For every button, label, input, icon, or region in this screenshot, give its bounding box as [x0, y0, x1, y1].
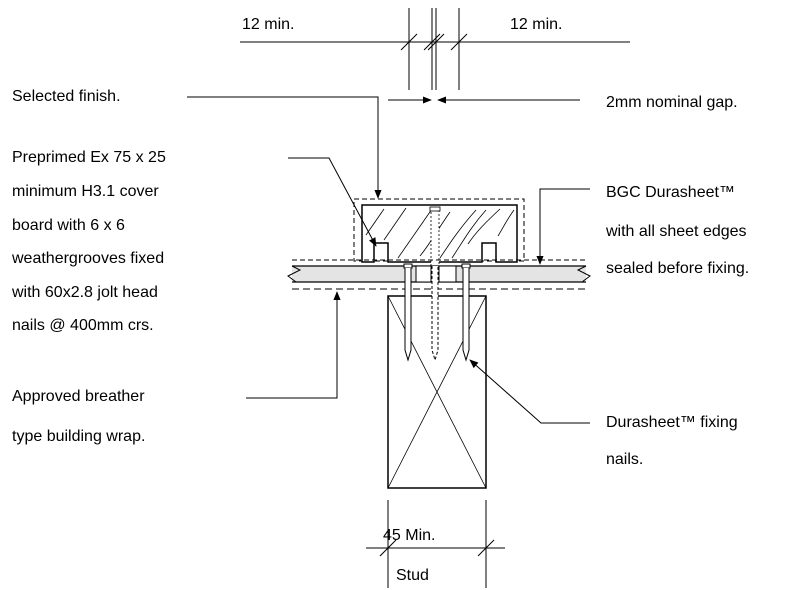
selected-finish-label: Selected finish.: [12, 88, 121, 105]
nominal-gap-label: 2mm nominal gap.: [606, 94, 738, 111]
fixing-nails-label-line1: Durasheet™ fixing: [606, 414, 738, 431]
cover-board-label-line6: nails @ 400mm crs.: [12, 317, 154, 334]
building-wrap-label-line2: type building wrap.: [12, 428, 146, 445]
cover-board-label-line4: weathergrooves fixed: [12, 250, 165, 267]
cover-board: [361, 204, 518, 267]
building-wrap-leader: [246, 291, 341, 399]
right-clearance-label: 12 min.: [510, 16, 563, 33]
fixing-nails-leader: [469, 359, 590, 424]
durasheet-label-line2: with all sheet edges: [606, 223, 747, 240]
cover-board-label-line3: board with 6 x 6: [12, 217, 125, 234]
cover-board-label-line5: with 60x2.8 jolt head: [12, 284, 158, 301]
fixing-nails-label-line2: nails.: [606, 451, 644, 468]
building-wrap-label-line1: Approved breather: [12, 388, 145, 405]
left-clearance-label: 12 min.: [242, 16, 295, 33]
durasheet-label-line1: BGC Durasheet™: [606, 184, 735, 201]
top-dimension: [240, 8, 630, 90]
fixing-nails: [403, 263, 471, 362]
stud-width-label: 45 Min.: [383, 527, 436, 544]
cover-board-label-line2: minimum H3.1 cover: [12, 183, 159, 200]
selected-finish-leader: [187, 96, 382, 199]
stud-label: Stud: [396, 567, 429, 584]
cover-board-label-line1: Preprimed Ex 75 x 25: [12, 149, 166, 166]
durasheet-label-line3: sealed before fixing.: [606, 260, 750, 277]
bottom-dimension: [366, 500, 505, 588]
cover-board-leader: [288, 157, 377, 247]
durasheet-leader: [536, 188, 590, 265]
